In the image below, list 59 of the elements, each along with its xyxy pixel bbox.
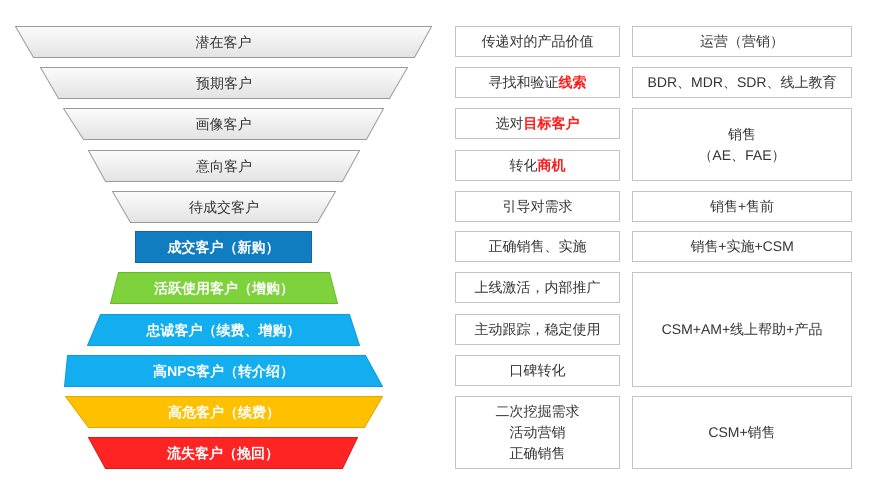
- task-box: [455, 272, 620, 303]
- segment-label: 高NPS客户（转介绍）: [153, 364, 294, 378]
- task-box: [455, 355, 620, 386]
- box-label: CSM+销售: [708, 423, 776, 442]
- funnel-segment: [88, 437, 358, 469]
- funnel-segment: [64, 355, 383, 387]
- funnel-segment: [110, 272, 338, 304]
- task-box: [455, 67, 620, 98]
- funnel-segment: [15, 26, 432, 58]
- segment-label: 潜在客户: [196, 35, 252, 49]
- box-label: BDR、MDR、SDR、线上教育: [648, 73, 836, 92]
- box-label: 选对目标客户: [496, 114, 580, 133]
- role-box: [632, 396, 852, 469]
- segment-label: 流失客户（挽回）: [167, 446, 279, 460]
- box-label: 引导对需求: [502, 197, 572, 216]
- box-label: （AE、FAE）: [698, 146, 786, 164]
- funnel-segment: [40, 67, 408, 99]
- task-box: [455, 26, 620, 57]
- box-label: CSM+AM+线上帮助+产品: [662, 320, 822, 339]
- segment-label: 待成交客户: [189, 200, 259, 214]
- segment-label: 预期客户: [196, 76, 252, 90]
- funnel-segment: [65, 396, 383, 428]
- role-box: [632, 191, 852, 222]
- box-label: 正确销售: [510, 444, 566, 463]
- box-label: 寻找和验证线索: [488, 73, 586, 92]
- box-label: 主动跟踪，稳定使用: [474, 320, 600, 339]
- funnel-segment: [88, 150, 360, 182]
- box-label: 上线激活，内部推广: [474, 278, 600, 297]
- box-label: 销售: [728, 124, 756, 144]
- box-label: 正确销售、实施: [488, 237, 586, 256]
- segment-label: 成交客户（新购）: [168, 240, 280, 254]
- task-box: [455, 231, 620, 262]
- task-box: [455, 191, 620, 222]
- segment-label: 高危客户（续费）: [168, 405, 280, 419]
- box-label: 运营（营销）: [700, 32, 784, 51]
- task-box: [455, 396, 620, 469]
- funnel-segment: [87, 314, 360, 346]
- task-box: [455, 150, 620, 181]
- role-box: [632, 67, 852, 98]
- box-label: 传递对的产品价值: [482, 32, 594, 51]
- role-box: [632, 108, 852, 181]
- box-label: 二次挖掘需求: [496, 402, 580, 421]
- funnel-segment: [112, 191, 336, 223]
- segment-label: 忠诚客户（续费、增购）: [146, 323, 300, 337]
- box-label: 转化商机: [510, 156, 566, 175]
- box-label: 销售+售前: [710, 197, 774, 216]
- funnel-segment: [135, 231, 312, 263]
- funnel-segment: [63, 108, 384, 140]
- box-label: 销售+实施+CSM: [690, 237, 794, 256]
- task-box: [455, 108, 620, 139]
- segment-label: 意向客户: [196, 159, 252, 173]
- segment-label: 活跃使用客户（增购）: [154, 281, 294, 295]
- role-box: [632, 231, 852, 262]
- role-box: [632, 26, 852, 57]
- role-box: [632, 272, 852, 387]
- box-label: 口碑转化: [510, 361, 566, 380]
- segment-label: 画像客户: [196, 117, 252, 131]
- task-box: [455, 314, 620, 345]
- box-label: 活动营销: [510, 423, 566, 442]
